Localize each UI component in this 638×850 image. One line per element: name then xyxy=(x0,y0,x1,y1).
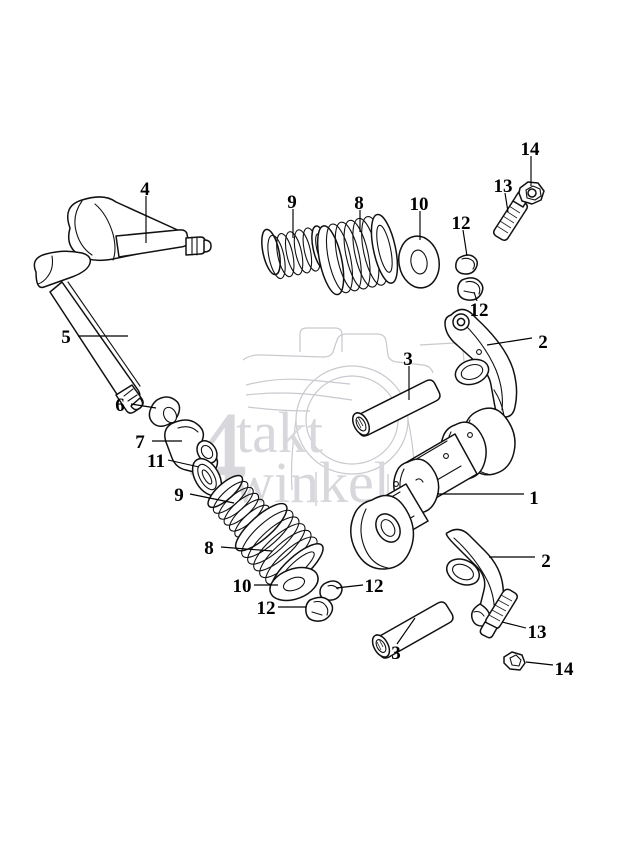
part-spring-seat xyxy=(191,457,223,497)
callout-1[interactable]: 1 xyxy=(529,488,539,509)
callout-4[interactable]: 4 xyxy=(140,179,150,200)
callout-13b[interactable]: 13 xyxy=(528,622,547,643)
callout-6[interactable]: 6 xyxy=(115,395,125,416)
part-adjusting-screw-lower xyxy=(479,588,519,639)
part-outer-spring-top xyxy=(316,213,399,296)
callout-9b[interactable]: 9 xyxy=(174,485,184,506)
callout-3b[interactable]: 3 xyxy=(391,643,401,664)
part-valve-stem-seal xyxy=(148,396,181,427)
part-rocker-shaft-lower xyxy=(371,601,454,659)
part-lock-nut-lower xyxy=(503,651,526,671)
leader-lines xyxy=(78,156,554,666)
callout-14b[interactable]: 14 xyxy=(555,659,575,680)
callout-9a[interactable]: 9 xyxy=(287,192,297,213)
part-collet-lower-2 xyxy=(305,596,334,622)
part-rocker-arm-upper xyxy=(444,308,518,418)
callout-labels: 1 2 2 3 3 4 5 6 7 8 8 9 9 10 10 11 12 12… xyxy=(61,139,574,680)
callout-3a[interactable]: 3 xyxy=(403,349,413,370)
callout-12b[interactable]: 12 xyxy=(470,300,489,321)
part-rocker-shaft-upper xyxy=(351,379,441,437)
callout-8b[interactable]: 8 xyxy=(204,538,214,559)
part-spring-retainer-top xyxy=(398,235,440,289)
callout-10a[interactable]: 10 xyxy=(410,194,429,215)
part-collet-top-1 xyxy=(455,254,479,275)
callout-12c[interactable]: 12 xyxy=(365,576,384,597)
callout-2a[interactable]: 2 xyxy=(538,332,548,353)
callout-7[interactable]: 7 xyxy=(135,432,145,453)
part-spring-retainer-lower xyxy=(269,566,319,602)
callout-12d[interactable]: 12 xyxy=(257,598,276,619)
callout-8a[interactable]: 8 xyxy=(354,193,364,214)
watermark-line1: takt xyxy=(236,400,323,465)
callout-14a[interactable]: 14 xyxy=(521,139,541,160)
callout-11[interactable]: 11 xyxy=(147,451,165,472)
part-intake-valve xyxy=(67,196,212,262)
callout-13a[interactable]: 13 xyxy=(494,176,513,197)
callout-2b[interactable]: 2 xyxy=(541,551,551,572)
callout-5[interactable]: 5 xyxy=(61,327,71,348)
callout-10b[interactable]: 10 xyxy=(233,576,252,597)
part-camshaft xyxy=(350,407,516,570)
callout-12a[interactable]: 12 xyxy=(452,213,471,234)
part-collet-top-2 xyxy=(457,277,484,301)
part-exhaust-valve xyxy=(33,250,144,414)
